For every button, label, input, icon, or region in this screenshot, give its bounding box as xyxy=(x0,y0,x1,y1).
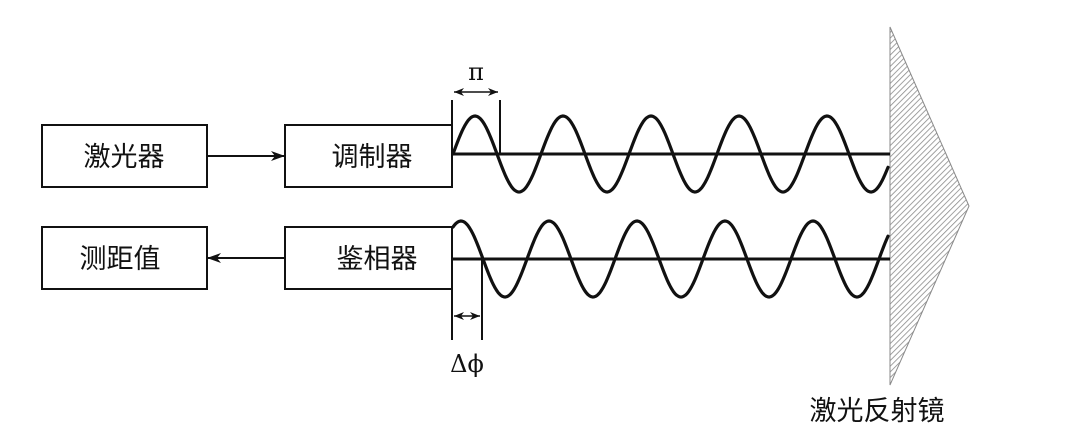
return-modulated-wave xyxy=(451,219,890,299)
laser-block: 激光器 xyxy=(41,124,208,188)
distance-value-block: 测距值 xyxy=(41,226,208,290)
reflector-label: 激光反射镜 xyxy=(810,396,945,427)
modulator-block: 调制器 xyxy=(284,124,453,188)
modulator-label: 调制器 xyxy=(332,142,413,173)
phase-detector-label: 鉴相器 xyxy=(337,244,418,275)
distance-value-label: 测距值 xyxy=(80,244,161,275)
laser-label: 激光器 xyxy=(84,142,165,173)
delta-phi-label: Δϕ xyxy=(450,350,484,378)
pi-label: π xyxy=(468,58,484,86)
half-period-dimension: π xyxy=(454,58,498,96)
outgoing-modulated-wave xyxy=(451,114,890,194)
laser-reflector xyxy=(889,26,970,386)
phase-detector-block: 鉴相器 xyxy=(284,226,453,290)
phase-shift-dimension: Δϕ xyxy=(450,312,484,378)
